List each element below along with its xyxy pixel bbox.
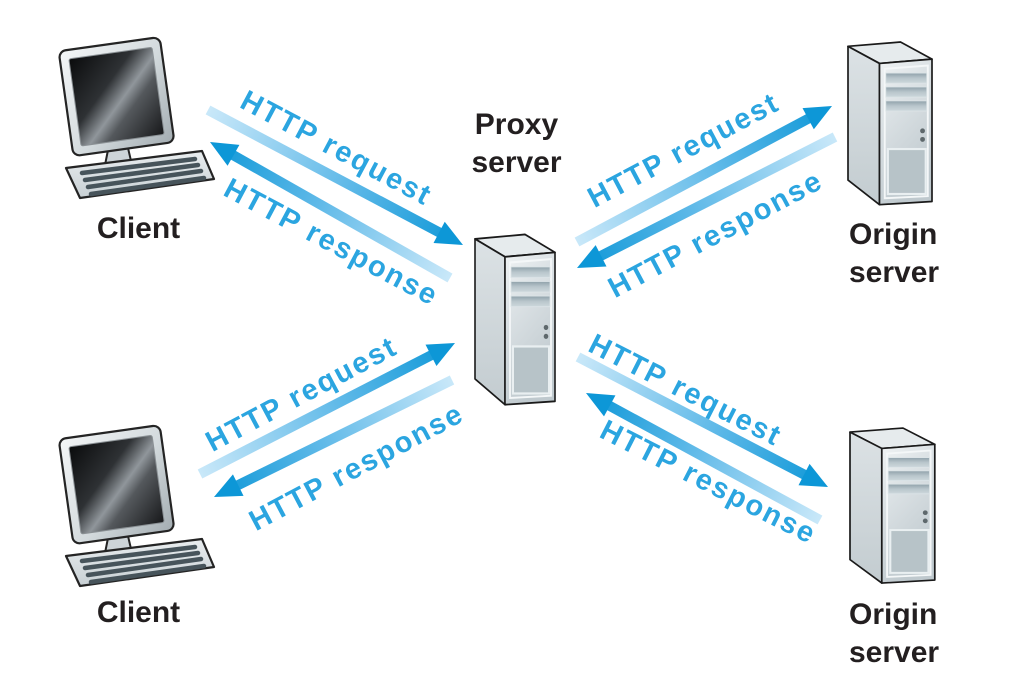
origin-server-bottom-label: Origin server	[849, 596, 939, 672]
http-arrows-layer	[197, 105, 838, 525]
arrow-client-top-to-proxy-request	[205, 105, 446, 240]
arrow-origin-top-to-proxy-response-head	[577, 245, 607, 268]
proxy-server-label-line2: server	[471, 146, 562, 179]
origin-server-bottom-label-line2: server	[849, 636, 940, 669]
arrow-proxy-to-origin-top-request-head	[802, 106, 832, 130]
client-top-computer-icon	[59, 37, 214, 198]
arrow-proxy-to-client-top-response	[226, 148, 453, 283]
arrow-proxy-to-origin-top-request	[574, 111, 815, 247]
origin-server-bottom-label-line1: Origin	[849, 598, 938, 631]
proxy-server-label-line1: Proxy	[474, 108, 559, 141]
client-bottom-computer-icon	[59, 425, 214, 586]
arrow-client-top-to-proxy-request-head	[433, 221, 463, 245]
client-top-label: Client	[96, 212, 181, 245]
arrow-client-bottom-to-proxy-request-head	[425, 343, 455, 367]
arrow-proxy-to-client-bottom-response-head	[214, 474, 244, 497]
origin-server-top-label-line2: server	[849, 256, 940, 289]
arrow-proxy-to-client-bottom-response	[231, 375, 455, 492]
arrow-proxy-to-origin-bottom-request	[575, 352, 811, 482]
arrow-origin-bottom-to-proxy-response-head	[586, 393, 616, 417]
origin-server-bottom-tower-icon	[848, 426, 936, 585]
arrow-origin-top-to-proxy-response	[594, 132, 838, 263]
arrow-client-bottom-to-proxy-request	[197, 348, 438, 479]
arrow-proxy-to-client-top-response-head	[210, 142, 240, 166]
origin-server-top-label-line1: Origin	[849, 218, 938, 251]
arrow-proxy-to-origin-bottom-request-head	[798, 463, 828, 487]
origin-server-top-label: Origin server	[849, 216, 939, 292]
proxy-server-label: Proxy server	[434, 106, 599, 182]
client-bottom-label: Client	[96, 596, 181, 629]
origin-server-top-tower-icon	[846, 40, 934, 206]
arrow-origin-bottom-to-proxy-response	[602, 399, 823, 525]
proxy-server-tower-icon	[473, 233, 557, 406]
